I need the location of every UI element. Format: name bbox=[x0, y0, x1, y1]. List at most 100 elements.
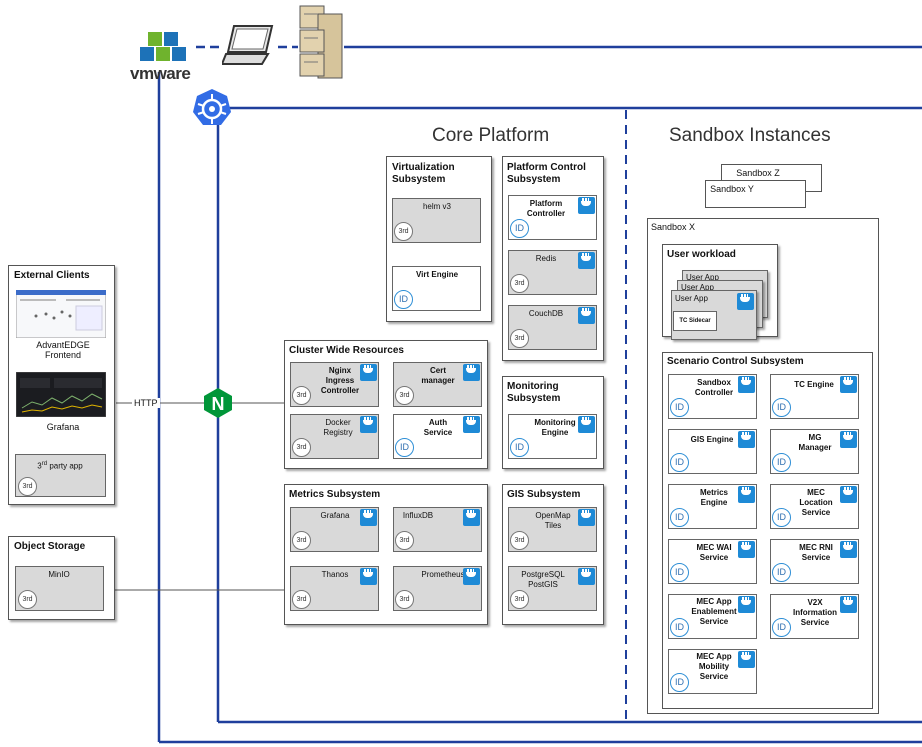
minio-label: MinIO bbox=[48, 570, 70, 579]
id-badge: ID bbox=[670, 508, 689, 527]
docker-icon bbox=[360, 509, 377, 526]
server-icon bbox=[299, 5, 343, 79]
third-party-badge: 3rd bbox=[510, 329, 529, 348]
sandbox-controller-label: Sandbox Controller bbox=[694, 378, 734, 397]
kubernetes-icon bbox=[193, 89, 231, 125]
prometheus-label: Prometheus bbox=[421, 570, 465, 579]
third-party-badge: 3rd bbox=[18, 477, 37, 496]
third-party-badge: 3rd bbox=[292, 590, 311, 609]
user-app-label: User App bbox=[681, 283, 714, 292]
docker-icon bbox=[463, 364, 480, 381]
sandbox-y bbox=[705, 180, 806, 208]
core-platform-title: Core Platform bbox=[432, 125, 550, 146]
mec-app-enablement-label: MEC App Enablement Service bbox=[691, 597, 737, 626]
docker-icon bbox=[578, 416, 595, 433]
third-party-badge: 3rd bbox=[292, 386, 311, 405]
mec-app-mobility-label: MEC App Mobility Service bbox=[696, 652, 732, 681]
nginx-icon: N bbox=[204, 388, 232, 418]
mg-manager-label: MG Manager bbox=[798, 433, 832, 452]
id-badge: ID bbox=[772, 618, 791, 637]
docker-icon bbox=[360, 568, 377, 585]
docker-icon bbox=[840, 431, 857, 448]
prometheus-box bbox=[393, 566, 482, 611]
http-label: HTTP bbox=[132, 398, 160, 408]
docker-icon bbox=[840, 541, 857, 558]
docker-registry-label: Docker Registry bbox=[323, 418, 353, 437]
docker-icon bbox=[463, 509, 480, 526]
grafana-screenshot bbox=[16, 372, 106, 417]
influxdb-label: InfluxDB bbox=[402, 511, 434, 520]
tc-sidecar-label: TC Sidecar bbox=[679, 318, 711, 324]
docker-icon bbox=[360, 364, 377, 381]
laptop-icon bbox=[222, 25, 274, 65]
third-party-badge: 3rd bbox=[394, 222, 413, 241]
advantedge-frontend-label: AdvantEDGE Frontend bbox=[36, 340, 90, 360]
metrics-title: Metrics Subsystem bbox=[289, 489, 381, 500]
monitoring-title: Monitoring Subsystem bbox=[507, 381, 561, 404]
third-party-badge: 3rd bbox=[510, 274, 529, 293]
minio-box bbox=[15, 566, 104, 611]
id-badge: ID bbox=[395, 438, 414, 457]
docker-icon bbox=[738, 431, 755, 448]
docker-icon bbox=[738, 541, 755, 558]
sandbox-x-label: Sandbox X bbox=[651, 222, 696, 232]
id-badge: ID bbox=[772, 398, 791, 417]
mec-rni-label: MEC RNI Service bbox=[799, 543, 833, 562]
platform-controller-label: Platform Controller bbox=[526, 199, 566, 218]
mec-location-label: MEC Location Service bbox=[799, 488, 833, 517]
auth-service-label: Auth Service bbox=[423, 418, 453, 437]
metrics-engine-label: Metrics Engine bbox=[699, 488, 728, 507]
third-party-badge: 3rd bbox=[292, 438, 311, 457]
docker-icon bbox=[738, 486, 755, 503]
id-badge: ID bbox=[670, 618, 689, 637]
id-badge: ID bbox=[670, 673, 689, 692]
id-badge: ID bbox=[670, 398, 689, 417]
docker-icon bbox=[737, 293, 754, 310]
docker-icon bbox=[578, 252, 595, 269]
third-party-badge: 3rd bbox=[395, 590, 414, 609]
monitoring-engine-label: Monitoring Engine bbox=[534, 418, 576, 437]
thanos-label: Thanos bbox=[321, 570, 349, 579]
user-app-label: User App bbox=[675, 294, 708, 303]
couchdb-label: CouchDB bbox=[528, 309, 564, 318]
docker-icon bbox=[578, 197, 595, 214]
vmware-text: vmware bbox=[130, 64, 191, 83]
id-badge: ID bbox=[772, 508, 791, 527]
third-party-badge: 3rd bbox=[292, 531, 311, 550]
docker-icon bbox=[360, 416, 377, 433]
object-storage-title: Object Storage bbox=[14, 541, 86, 552]
third-party-badge: 3rd bbox=[395, 386, 414, 405]
user-workload-title: User workload bbox=[667, 249, 736, 260]
sandbox-y-label: Sandbox Y bbox=[710, 184, 754, 194]
redis-label: Redis bbox=[535, 254, 557, 263]
postgres-label: PostgreSQL PostGIS bbox=[521, 570, 565, 589]
tc-sidecar-box bbox=[673, 311, 717, 331]
id-badge: ID bbox=[772, 453, 791, 472]
grafana-label: Grafana bbox=[320, 511, 350, 520]
docker-icon bbox=[578, 307, 595, 324]
docker-icon bbox=[840, 596, 857, 613]
docker-icon bbox=[738, 376, 755, 393]
mec-wai-label: MEC WAI Service bbox=[696, 543, 732, 562]
tc-engine-label: TC Engine bbox=[794, 380, 834, 389]
id-badge: ID bbox=[772, 563, 791, 582]
cluster-title: Cluster Wide Resources bbox=[289, 345, 404, 356]
virt-engine-label: Virt Engine bbox=[415, 270, 459, 279]
nginx-label: Nginx Ingress Controller bbox=[320, 366, 360, 395]
id-badge: ID bbox=[510, 438, 529, 457]
v2x-label: V2X Information Service bbox=[793, 598, 837, 627]
gis-title: GIS Subsystem bbox=[507, 489, 581, 500]
virtualization-title: Virtualization Subsystem bbox=[392, 162, 455, 185]
id-badge: ID bbox=[510, 219, 529, 238]
platform-control-title: Platform Control Subsystem bbox=[507, 162, 586, 185]
docker-icon bbox=[578, 509, 595, 526]
id-badge: ID bbox=[670, 453, 689, 472]
openmap-tiles-label: OpenMap Tiles bbox=[535, 511, 571, 530]
helm-label: helm v3 bbox=[422, 202, 451, 211]
sandbox-z-label: Sandbox Z bbox=[736, 168, 780, 178]
third-party-badge: 3rd bbox=[510, 590, 529, 609]
third-party-badge: 3rd bbox=[18, 590, 37, 609]
external-clients-title: External Clients bbox=[14, 270, 90, 281]
id-badge: ID bbox=[670, 563, 689, 582]
vmware-cubes-icon bbox=[140, 32, 186, 61]
